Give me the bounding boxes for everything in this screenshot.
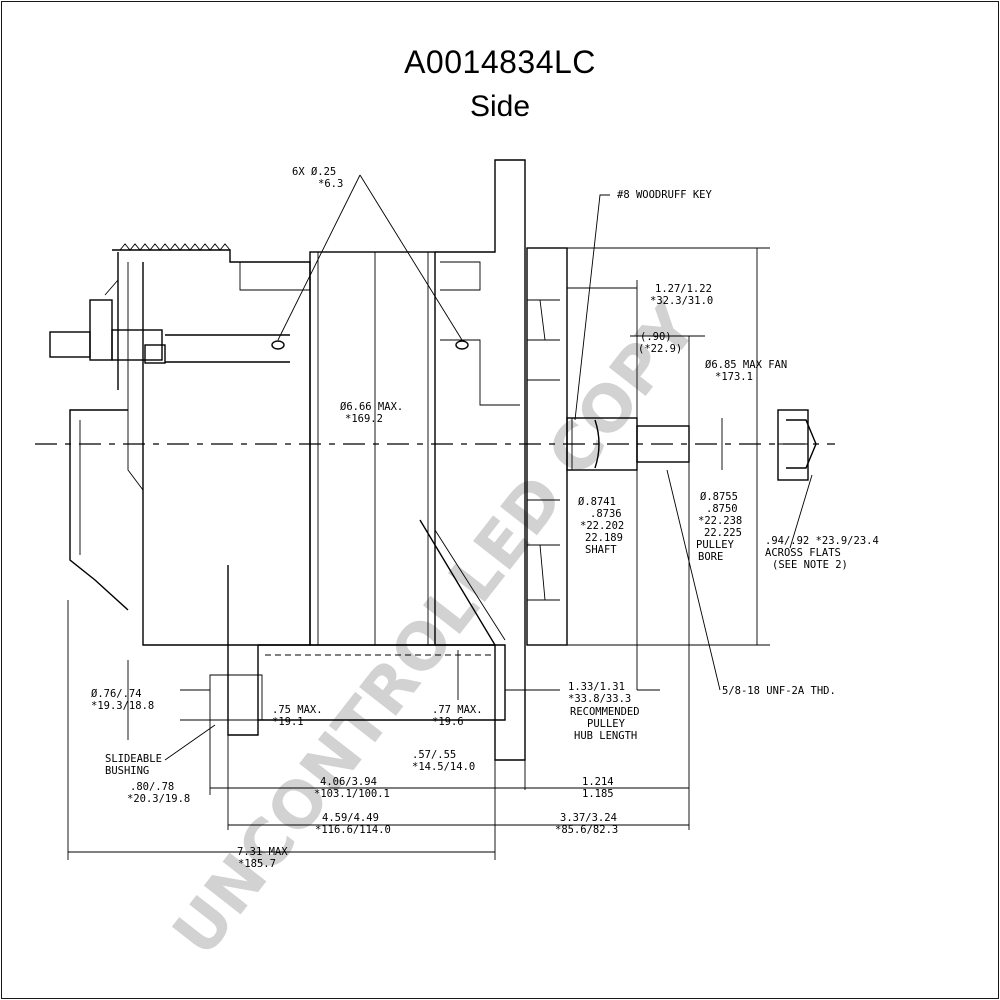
dim-1-27: 1.27/1.22 [655, 283, 712, 295]
dim-90: (.90) [640, 331, 672, 343]
dim-459-metric: *116.6/114.0 [315, 824, 391, 836]
hub-length-4: PULLEY [587, 718, 626, 730]
dim-57: .57/.55 [412, 749, 456, 761]
hub-length-2: *33.8/33.3 [568, 693, 631, 705]
hub-length-1: 1.33/1.31 [568, 681, 625, 693]
shaft-nut [777, 409, 817, 481]
bore-dia-6: BORE [698, 551, 723, 563]
bushing-diameter: Ø.76/.74 [91, 688, 142, 700]
drawing-title: A0014834LC [404, 44, 596, 80]
alternator-body [49, 159, 526, 761]
bore-dia-1: Ø.8755 [700, 491, 738, 503]
shaft-dia-2: .8736 [590, 508, 622, 520]
shaft-dia-3: *22.202 [580, 520, 624, 532]
dim-406: 4.06/3.94 [320, 776, 377, 788]
dim-77-max-metric: *19.6 [432, 716, 464, 728]
drawing-subtitle: Side [469, 90, 531, 123]
dim-90-metric: (*22.9) [638, 343, 682, 355]
dim-337-metric: *85.6/82.3 [555, 824, 618, 836]
slideable-bushing-2: BUSHING [105, 765, 149, 777]
dim-77-max: .77 MAX. [432, 704, 483, 716]
dim-57-metric: *14.5/14.0 [412, 761, 475, 773]
annotations: 6X Ø.25 *6.3 #8 WOODRUFF KEY 1.27/1.22 *… [91, 166, 879, 870]
bore-dia-3: *22.238 [698, 515, 742, 527]
bushing-diameter-metric: *19.3/18.8 [91, 700, 154, 712]
dim-1-27-metric: *32.3/31.0 [650, 295, 713, 307]
dim-731-max-metric: *185.7 [238, 858, 276, 870]
across-flats-3: (SEE NOTE 2) [772, 559, 848, 571]
dim-459: 4.59/4.49 [322, 812, 379, 824]
fan-diameter-label: Ø6.85 MAX FAN [705, 359, 787, 371]
dim-406-metric: *103.1/100.1 [314, 788, 390, 800]
dim-731-max: 7.31 MAX [237, 846, 288, 858]
bore-dia-2: .8750 [706, 503, 738, 515]
shaft-dia-5: SHAFT [585, 544, 617, 556]
holes-note-metric: *6.3 [318, 178, 343, 190]
hub-length-3: RECOMMENDED [570, 706, 640, 718]
thread-label: 5/8-18 UNF-2A THD. [722, 685, 836, 697]
dim-75-max-metric: *19.1 [272, 716, 304, 728]
holes-note: 6X Ø.25 [292, 166, 336, 178]
dim-75-max: .75 MAX. [272, 704, 323, 716]
across-flats-2: ACROSS FLATS [765, 547, 841, 559]
body-diameter-label: Ø6.66 MAX. [340, 401, 403, 413]
dim-337: 3.37/3.24 [560, 812, 617, 824]
dim-80-metric: *20.3/19.8 [127, 793, 190, 805]
dim-80: .80/.78 [130, 781, 174, 793]
dim-1214: 1.214 [582, 776, 614, 788]
body-diameter-metric: *169.2 [345, 413, 383, 425]
across-flats-1: .94/.92 *23.9/23.4 [765, 535, 879, 547]
fan-diameter-metric: *173.1 [715, 371, 753, 383]
slideable-bushing-1: SLIDEABLE [105, 753, 162, 765]
hub-length-5: HUB LENGTH [574, 730, 637, 742]
dim-1214-b: 1.185 [582, 788, 614, 800]
bore-dia-5: PULLEY [696, 539, 735, 551]
shaft-dia-4: 22.189 [585, 532, 623, 544]
woodruff-key-label: #8 WOODRUFF KEY [617, 189, 713, 201]
fan [526, 247, 568, 646]
dimension-lines [67, 174, 813, 860]
shaft-dia-1: Ø.8741 [578, 496, 616, 508]
bore-dia-4: 22.225 [704, 527, 742, 539]
